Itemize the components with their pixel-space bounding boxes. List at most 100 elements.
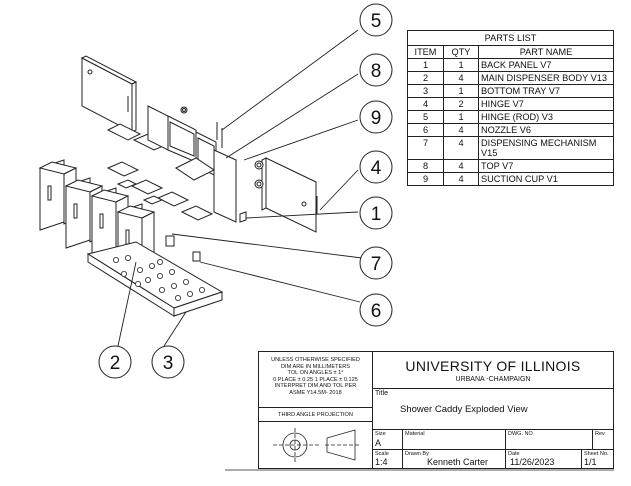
third-angle-projection-icon [273,428,359,462]
qty-cell: 4 [443,159,479,173]
bottom-tray-part [86,241,224,317]
balloon-7 [359,246,393,280]
item-cell: 7 [407,136,444,160]
item-cell: 1 [407,58,444,72]
date-cell: Date 11/26/2023 [506,450,582,469]
item-cell: 9 [407,172,444,186]
material-label: Material [405,431,425,437]
university-name: UNIVERSITY OF ILLINOIS [405,358,581,374]
part-name-cell: HINGE (ROD) V3 [478,110,614,124]
balloon-3 [151,345,185,379]
header-item: ITEM [407,45,444,59]
rev-cell: Rev [593,430,613,450]
main-dispenser-bodies [38,159,156,275]
svg-text:8: 8 [371,61,382,82]
title-block: UNLESS OTHERWISE SPECIFIED DIM ARE IN MI… [258,351,614,469]
balloon-2 [98,345,132,379]
scale-label: Scale [375,451,389,457]
qty-cell: 4 [443,136,479,160]
date-label: Date [508,451,520,457]
balloon-4 [359,150,393,184]
drawn-by-cell: Drawn By Kenneth Carter [403,450,506,469]
dwg-no-label: DWG. NO [508,431,533,437]
item-cell: 4 [407,97,444,111]
university-box: UNIVERSITY OF ILLINOIS URBANA -CHAMPAIGN [373,352,613,389]
sheet-value: 1/1 [584,457,597,467]
item-cell: 5 [407,110,444,124]
scale-cell: Scale 1:4 [373,450,403,469]
note-line: INTERPRET DIM AND TOL PER [274,383,357,389]
size-value: A [375,438,382,448]
qty-cell: 4 [443,172,479,186]
dispensing-mechanism-part [147,105,247,223]
size-label: Size [375,431,386,437]
part-name-cell: TOP V7 [478,159,614,173]
item-cell: 2 [407,71,444,85]
note-line: UNLESS OTHERWISE SPECIFIED [271,357,360,363]
sheet-label: Sheet No. [584,451,609,457]
projection-label: THIRD ANGLE PROJECTION [259,408,373,422]
balloon-9 [359,100,393,134]
drawing-title: Shower Caddy Exploded View [400,404,528,415]
svg-text:2: 2 [110,353,121,374]
part-name-cell: MAIN DISPENSER BODY V13 [478,71,614,85]
size-cell: Size A [373,430,403,450]
callout-balloons: 5 8 9 4 1 7 6 2 3 [98,3,393,379]
balloon-8 [359,53,393,87]
qty-cell: 4 [443,71,479,85]
note-line: ASME Y14.5M- 2018 [289,389,342,396]
balloon-6 [359,293,393,327]
qty-cell: 1 [443,58,479,72]
qty-cell: 4 [443,123,479,137]
drawn-by-value: Kenneth Carter [427,457,489,467]
part-name-cell: HINGE V7 [478,97,614,111]
item-cell: 6 [407,123,444,137]
svg-text:1: 1 [371,204,382,225]
date-value: 11/26/2023 [510,457,555,467]
svg-text:9: 9 [371,108,382,129]
svg-text:4: 4 [371,158,382,179]
campus-name: URBANA -CHAMPAIGN [455,376,531,383]
leader-lines [117,29,363,347]
svg-text:5: 5 [371,11,382,32]
rev-label: Rev [595,431,605,437]
projection-symbol [259,422,373,469]
note-line: DIM ARE IN MILLIMETERS [280,363,350,370]
note-line: 0 PLACE ± 0.25 1 PLACE ± 0.125 [273,376,358,383]
title-label: Title [375,390,388,397]
part-name-cell: NOZZLE V6 [478,123,614,137]
drawing-title-box: Title Shower Caddy Exploded View [373,389,613,430]
item-cell: 8 [407,159,444,173]
sheet-cell: Sheet No. 1/1 [582,450,613,469]
header-part-name: PART NAME [478,45,614,59]
svg-text:7: 7 [371,254,382,275]
side-panel-part [254,157,318,233]
nozzle-parts [106,161,214,221]
balloon-5 [359,3,393,37]
part-name-cell: DISPENSING MECHANISM V15 [478,136,614,160]
drawn-by-label: Drawn By [405,451,429,457]
svg-text:3: 3 [163,353,174,374]
part-name-cell: BACK PANEL V7 [478,58,614,72]
back-panel-part [80,55,138,133]
qty-cell: 2 [443,97,479,111]
part-name-cell: BOTTOM TRAY V7 [478,84,614,98]
qty-cell: 1 [443,110,479,124]
balloon-1 [359,196,393,230]
svg-text:6: 6 [371,301,382,322]
note-line: TOL ON ANGLES ± 1° [287,370,344,376]
qty-cell: 1 [443,84,479,98]
dwg-no-cell: DWG. NO [506,430,593,450]
material-cell: Material [403,430,506,450]
